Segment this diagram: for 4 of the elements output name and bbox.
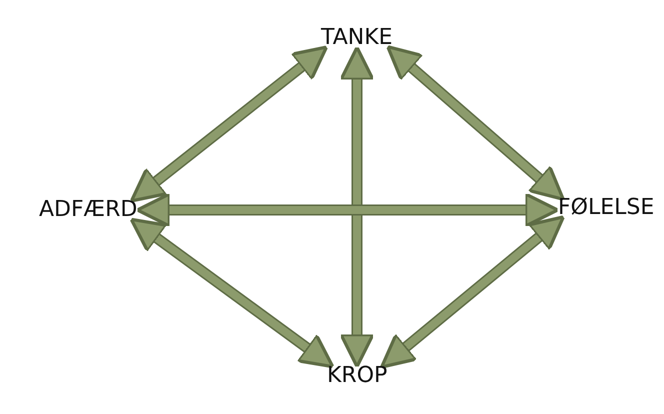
concept-label: KROP xyxy=(327,363,388,390)
concept-label: FØLELSE xyxy=(558,195,654,222)
concept-label: ADFÆRD xyxy=(39,197,138,224)
concept-label: TANKE xyxy=(321,25,393,52)
